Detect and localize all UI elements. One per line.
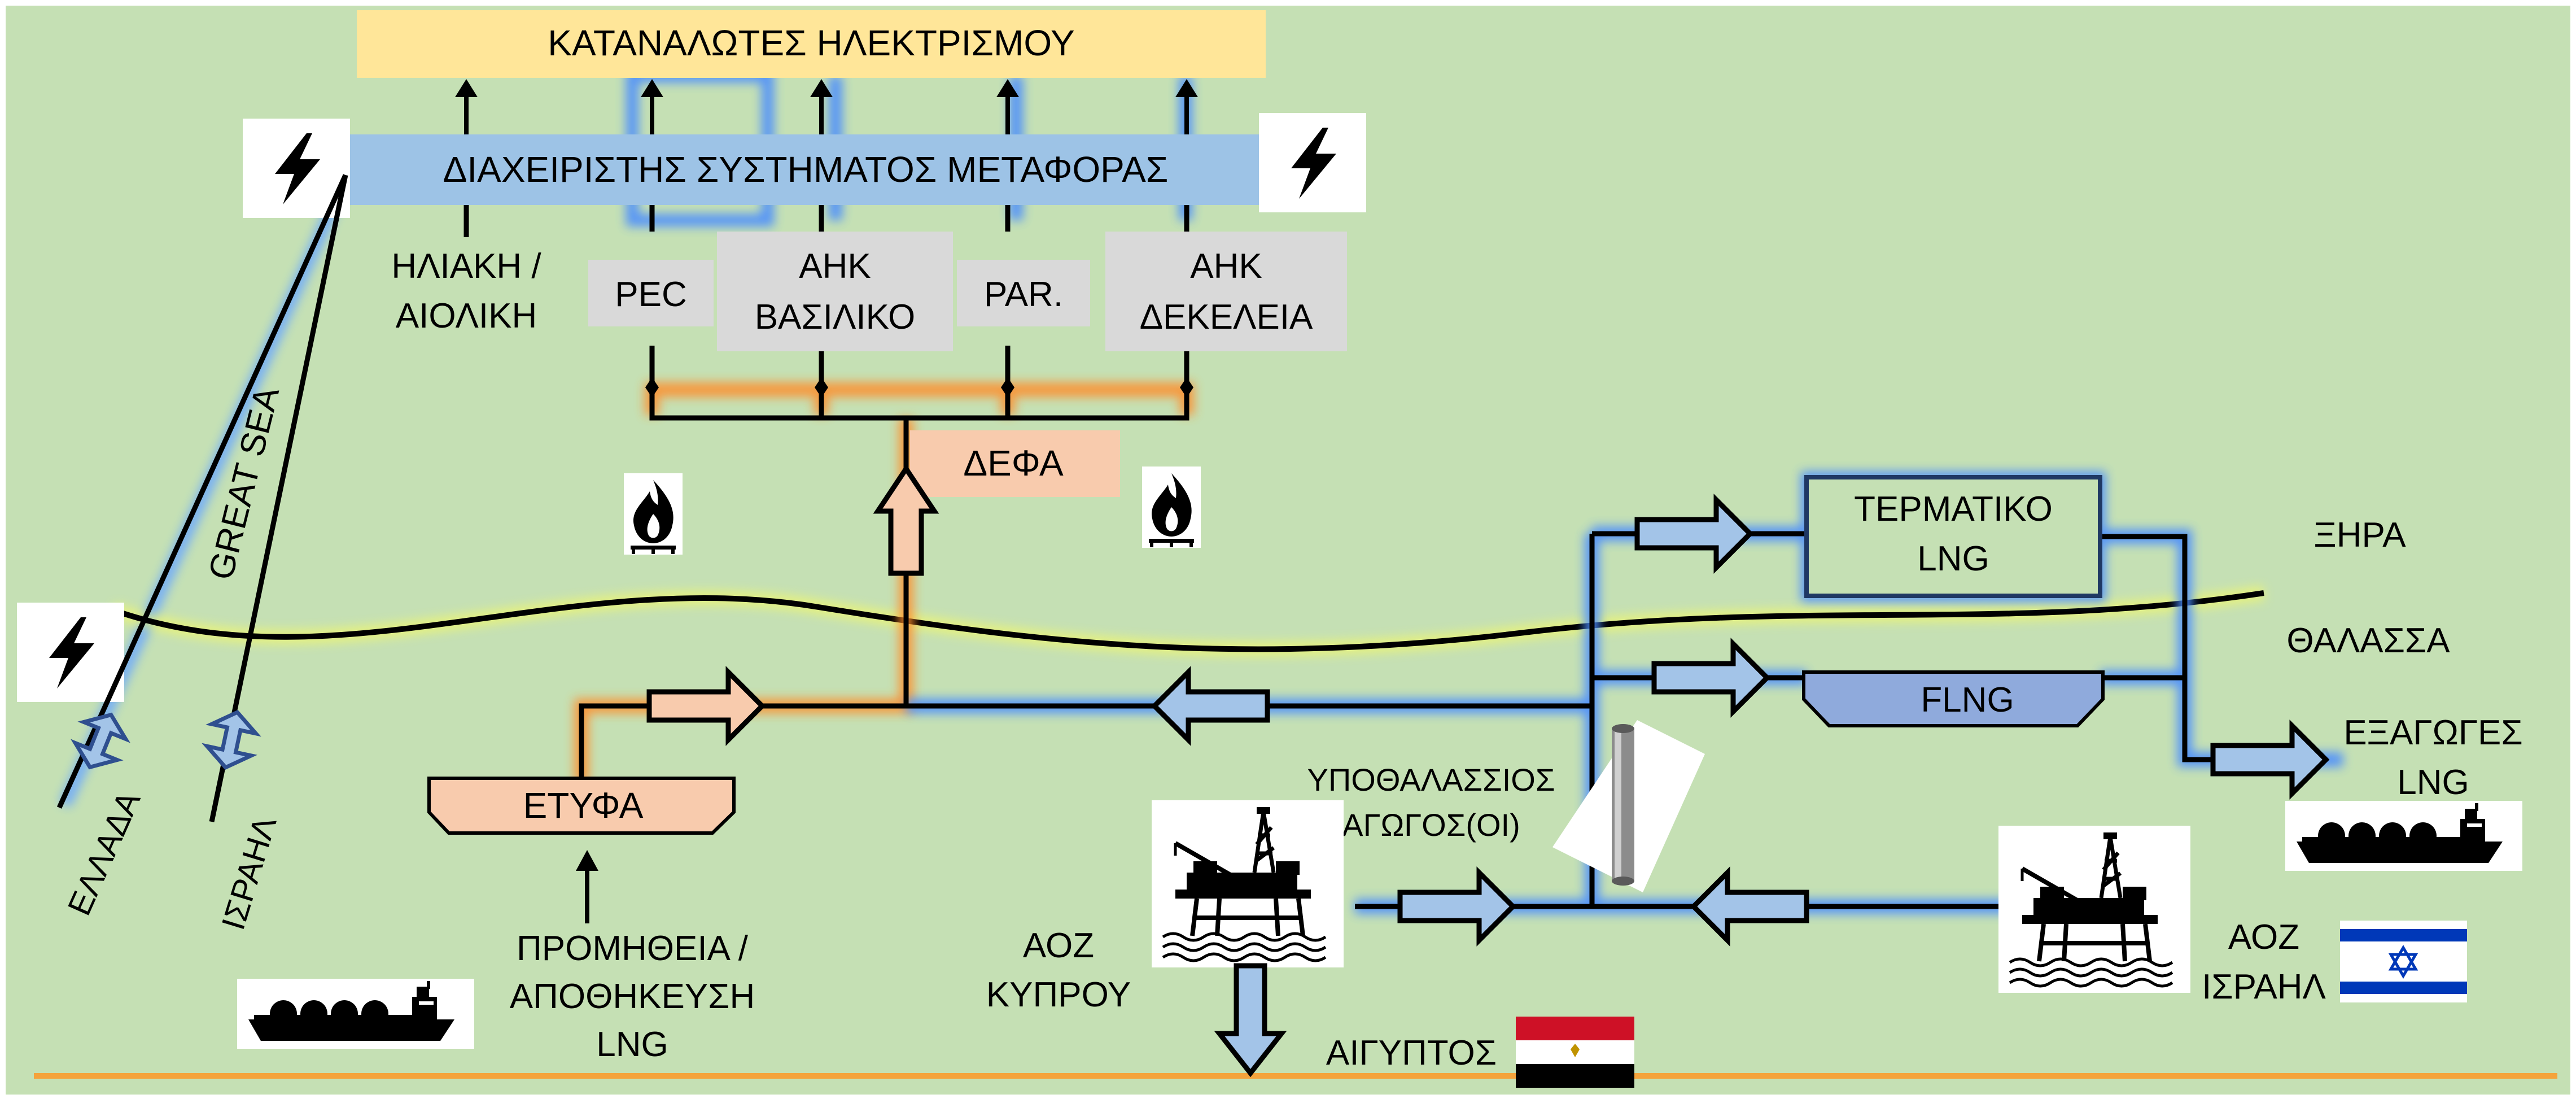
supply-label-line3: LNG bbox=[596, 1025, 668, 1064]
vasiliko-label-line1: ΑΗΚ bbox=[799, 247, 871, 286]
eez-israel-label-line1: ΑΟΖ bbox=[2228, 918, 2299, 957]
consumers-bar bbox=[357, 10, 1266, 78]
dekeleia-box bbox=[1105, 232, 1347, 351]
supply-label-line1: ΠΡΟΜΗΘΕΙΑ / bbox=[517, 929, 749, 968]
generation-feeders bbox=[463, 205, 1189, 237]
solar-wind-label-line2: ΑΙΟΛΙΚΗ bbox=[396, 297, 537, 335]
gas-up-arrow bbox=[873, 464, 939, 576]
supply-arrows bbox=[455, 79, 1198, 134]
vasiliko-box bbox=[717, 232, 953, 351]
lng-terminal-label-line2: LNG bbox=[1917, 539, 1989, 578]
par-label: PAR. bbox=[984, 275, 1063, 314]
offshore-platform-icon bbox=[1152, 800, 1344, 967]
lng-terminal-box bbox=[1804, 475, 2102, 598]
subsea-pipeline-label-line2: ΑΓΩΓΟΣ(ΟΙ) bbox=[1342, 807, 1520, 843]
consumers-label: ΚΑΤΑΝΑΛΩΤΕΣ ΗΛΕΚΤΡΙΣΜΟΥ bbox=[548, 23, 1074, 63]
subsea-pipeline-label-line1: ΥΠΟΘΑΛΑΣΣΙΟΣ bbox=[1307, 762, 1555, 797]
lng-carrier-ship-icon bbox=[237, 979, 474, 1049]
flng-box bbox=[1802, 670, 2105, 727]
supply-arrow-head bbox=[576, 850, 598, 871]
coastline bbox=[110, 586, 2265, 657]
lightning-bolt-icon bbox=[1259, 113, 1366, 212]
lng-terminal-label-line1: ΤΕΡΜΑΤΙΚΟ bbox=[1854, 490, 2053, 529]
israel-flag-icon bbox=[2340, 921, 2467, 1002]
flow-arrow-to-egypt bbox=[1214, 963, 1287, 1078]
network-nodes bbox=[645, 377, 1193, 398]
defa-box bbox=[910, 430, 1120, 497]
eez-cyprus-label-line1: ΑΟΖ bbox=[1023, 926, 1094, 965]
tso-bar bbox=[347, 134, 1265, 205]
lightning-bolt-icon bbox=[17, 603, 124, 702]
offshore-platform-icon bbox=[1998, 826, 2190, 993]
pec-label: PEC bbox=[615, 275, 686, 314]
egypt-flag-icon bbox=[1516, 1017, 1634, 1088]
lng-exports-label-line1: ΕΞΑΓΩΓΕΣ bbox=[2343, 713, 2522, 752]
gas-flame-icon bbox=[624, 473, 683, 555]
sea-label: ΘΑΛΑΣΣΑ bbox=[2286, 621, 2450, 660]
par-box bbox=[957, 260, 1090, 326]
pipe-segment-icon bbox=[1552, 720, 1705, 892]
pec-box bbox=[588, 260, 714, 326]
gas-flame-icon bbox=[1142, 467, 1201, 548]
solar-wind-label-line1: ΗΛΙΑΚΗ / bbox=[391, 247, 541, 286]
land-label: ΞΗΡΑ bbox=[2313, 516, 2406, 555]
dekeleia-label-line1: ΑΗΚ bbox=[1190, 247, 1262, 286]
tso-label: ΔΙΑΧΕΙΡΙΣΤΗΣ ΣΥΣΤΗΜΑΤΟΣ ΜΕΤΑΦΟΡΑΣ bbox=[443, 149, 1169, 190]
defa-label: ΔΕΦΑ bbox=[963, 443, 1064, 483]
flng-label: FLNG bbox=[1921, 681, 2014, 720]
lng-carrier-ship-icon bbox=[2285, 801, 2522, 871]
lng-exports-label-line2: LNG bbox=[2397, 763, 2469, 802]
etyfa-box bbox=[427, 777, 736, 835]
supply-label-line2: ΑΠΟΘΗΚΕΥΣΗ bbox=[510, 977, 755, 1016]
etyfa-label: ΕΤΥΦΑ bbox=[523, 785, 644, 826]
eez-israel-label-line2: ΙΣΡΑΗΛ bbox=[2202, 967, 2326, 1006]
dekeleia-label-line2: ΔΕΚΕΛΕΙΑ bbox=[1140, 298, 1313, 337]
eez-cyprus-label-line2: ΚΥΠΡΟΥ bbox=[986, 975, 1131, 1014]
vasiliko-label-line2: ΒΑΣΙΛΙΚΟ bbox=[755, 298, 916, 337]
egypt-label: ΑΙΓΥΠΤΟΣ bbox=[1326, 1034, 1497, 1073]
